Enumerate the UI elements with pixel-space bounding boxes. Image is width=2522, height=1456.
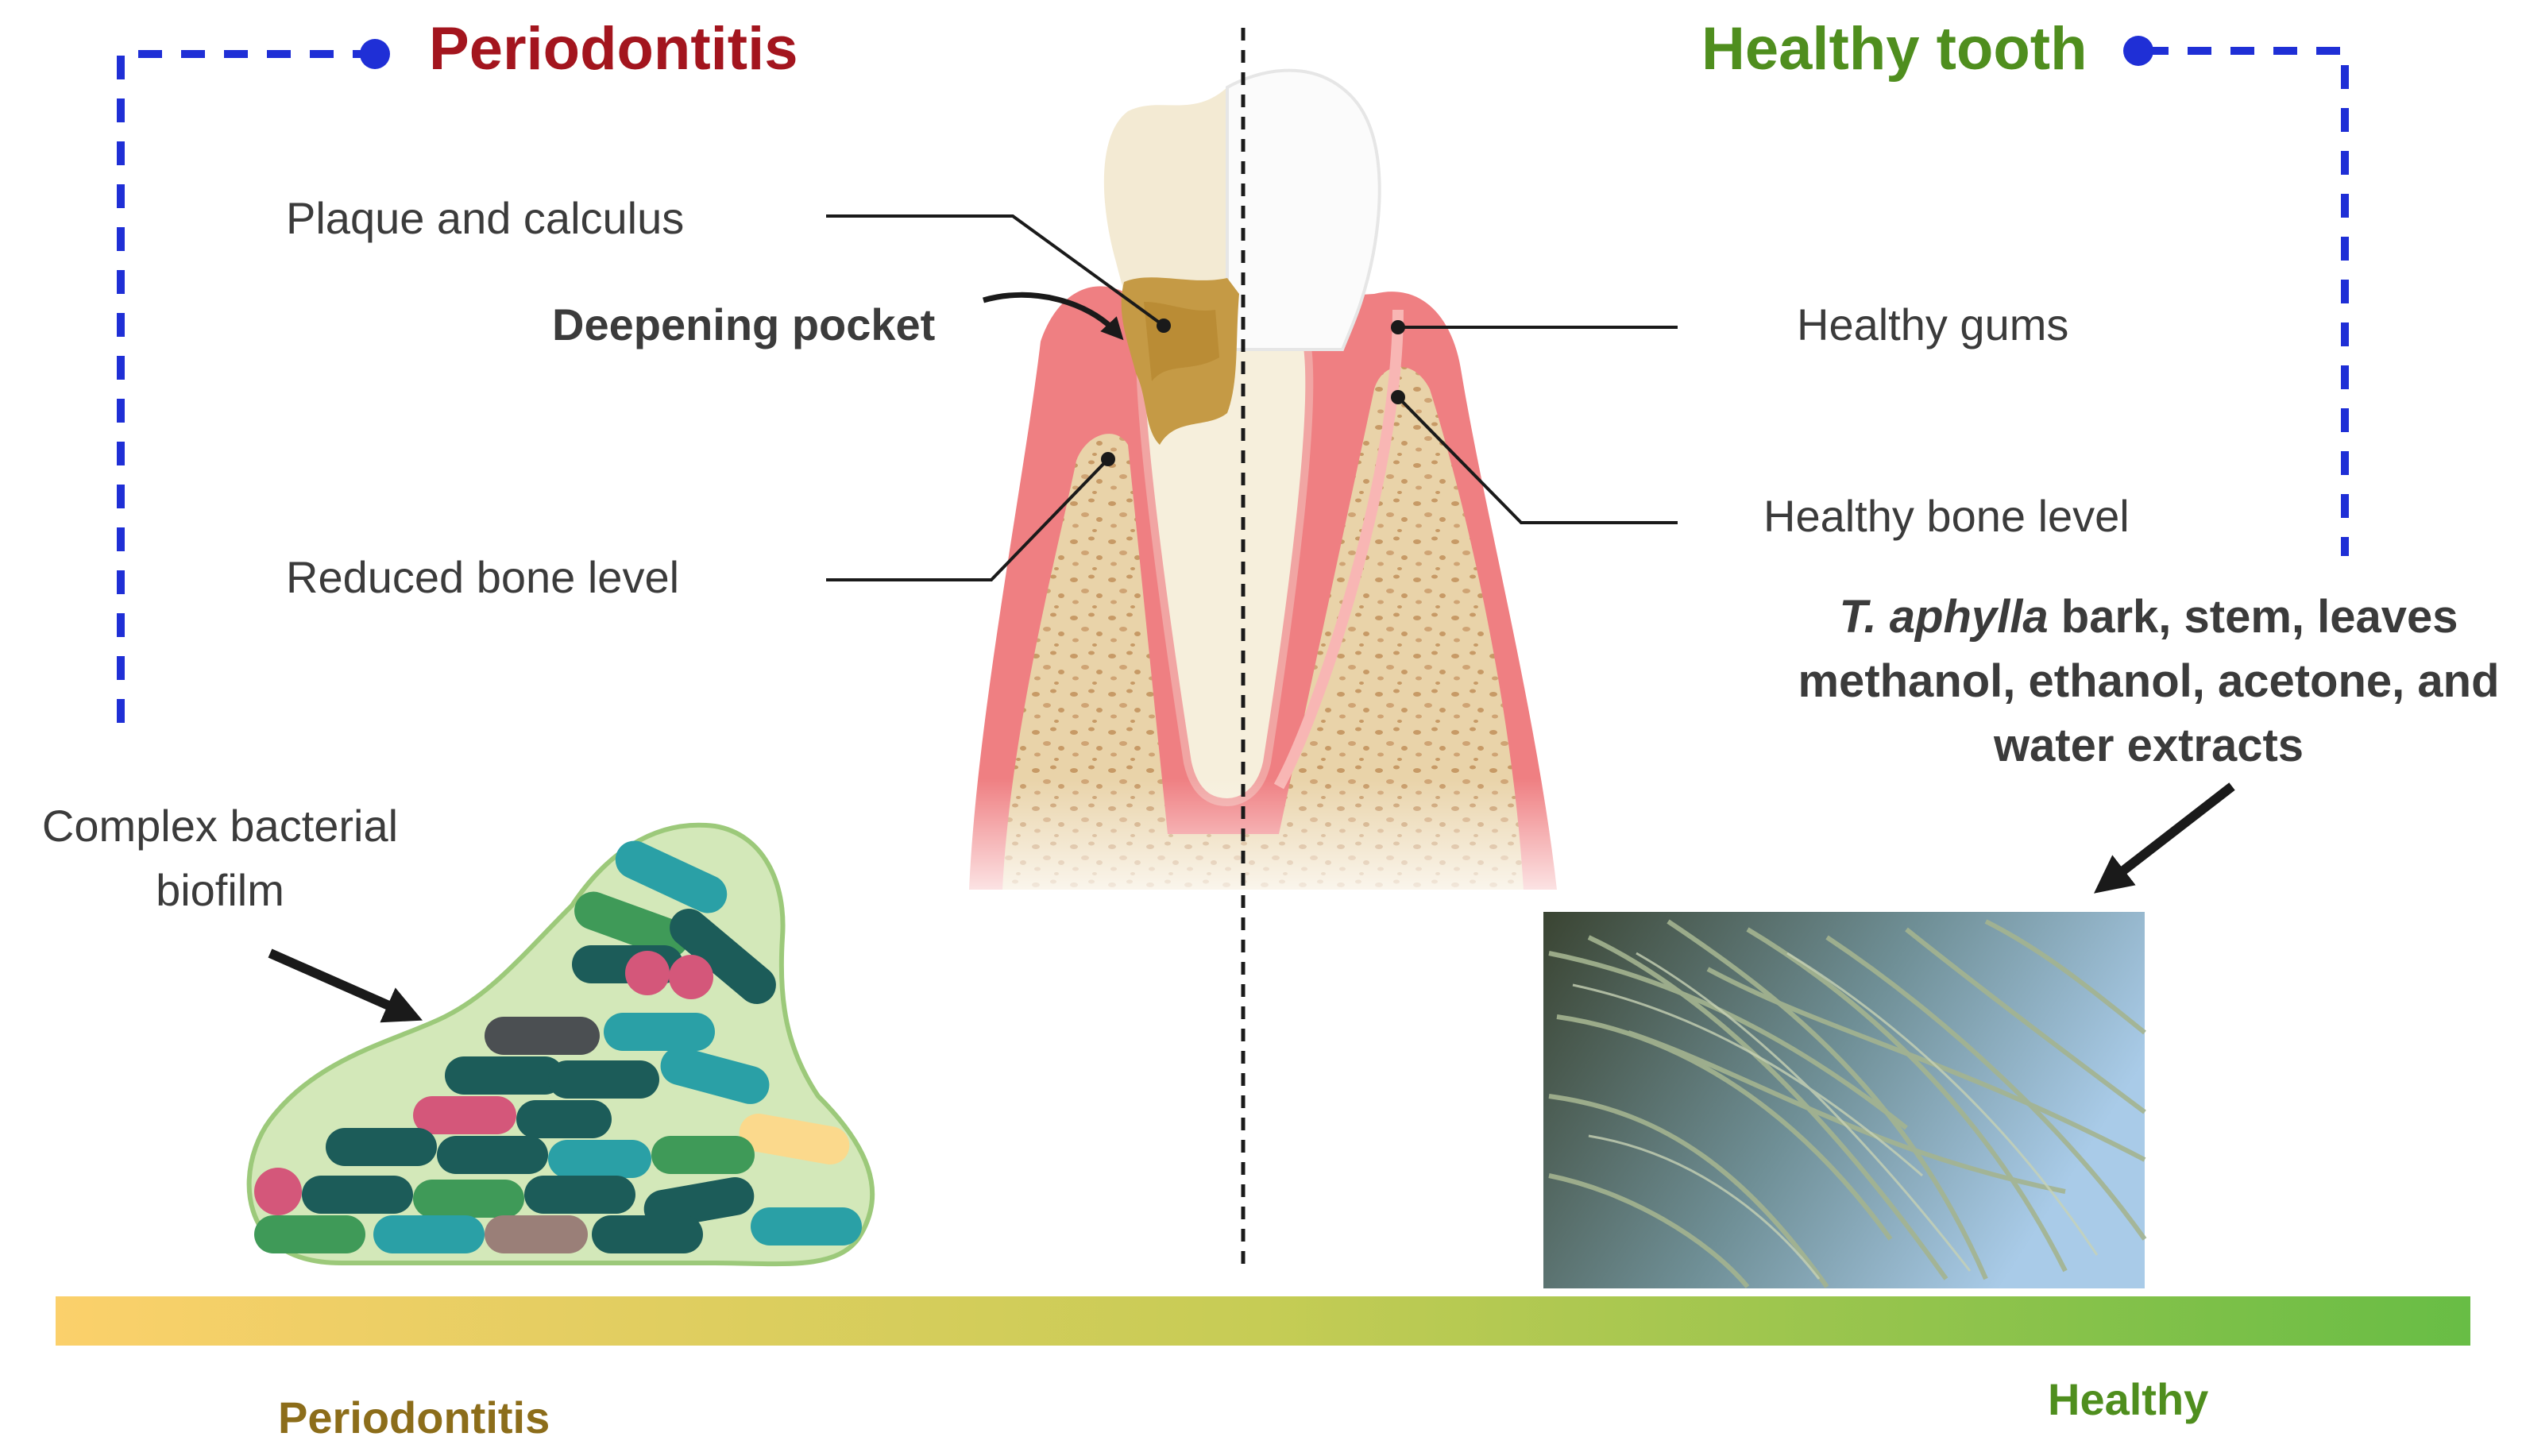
extract-parts: bark, stem, leaves — [2048, 591, 2458, 643]
biofilm-caption: Complex bacterial biofilm — [21, 794, 419, 922]
left-bracket — [117, 39, 390, 723]
extract-caption-line2: methanol, ethanol, acetone, and — [1798, 655, 2500, 707]
healthy-bone-leader — [1396, 396, 1678, 524]
plaque-leader — [826, 214, 1165, 327]
health-gradient-bar — [56, 1296, 2470, 1346]
tooth-cross-section-icon — [945, 68, 1581, 921]
periodontitis-title: Periodontitis — [429, 15, 798, 83]
leader-lines — [826, 214, 1678, 581]
healthy-gums-label: Healthy gums — [1797, 299, 2069, 350]
biofilm-caption-line2: biofilm — [156, 865, 284, 915]
bracket-dot — [360, 39, 390, 69]
biofilm-caption-line1: Complex bacterial — [41, 801, 399, 851]
reduced-bone-leader — [826, 458, 1110, 581]
extract-caption-line3: water extracts — [1993, 720, 2304, 771]
tamarix-branches-photo — [1543, 912, 2147, 1288]
extract-caption: T. aphylla bark, stem, leaves methanol, … — [1779, 585, 2518, 778]
pocket-label: Deepening pocket — [552, 299, 936, 350]
reduced-bone-label: Reduced bone level — [286, 552, 680, 602]
extract-caption-line1: T. aphylla bark, stem, leaves — [1779, 585, 2518, 649]
healthy-tooth-title: Healthy tooth — [1701, 15, 2088, 83]
biofilm-arrow — [268, 948, 423, 1023]
scale-label-healthy: Healthy — [2048, 1374, 2209, 1424]
right-bracket — [2123, 36, 2349, 556]
bracket-dot — [2123, 36, 2153, 66]
species-name: T. aphylla — [1839, 591, 2049, 643]
bacterial-biofilm-icon — [246, 822, 875, 1267]
scale-label-periodontitis: Periodontitis — [278, 1392, 550, 1442]
extract-arrow — [2094, 782, 2235, 894]
plaque-label: Plaque and calculus — [286, 193, 685, 243]
healthy-bone-label: Healthy bone level — [1763, 491, 2130, 541]
pocket-arrow — [983, 292, 1124, 341]
